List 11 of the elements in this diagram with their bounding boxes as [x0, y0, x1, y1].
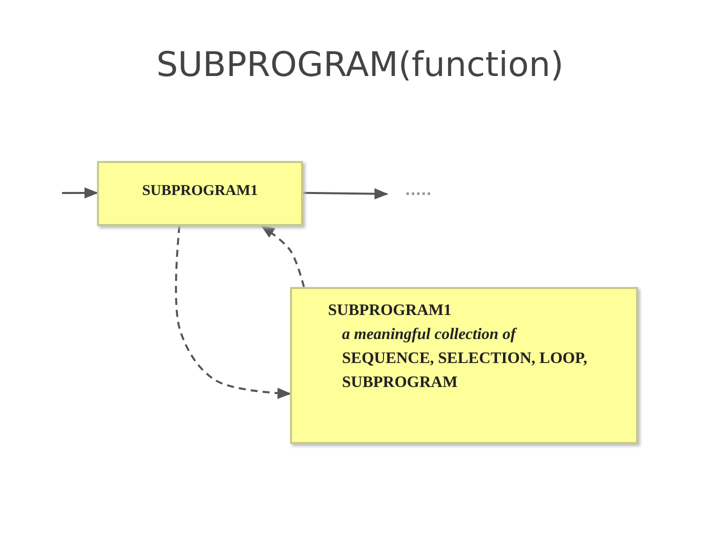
dashed-arrow — [260, 225, 305, 288]
process-box — [290, 287, 638, 444]
ellipsis-text: ..... — [405, 183, 433, 199]
arrow — [62, 187, 98, 198]
slide-title: SUBPROGRAM(function) — [155, 45, 565, 85]
process-box — [97, 161, 303, 226]
dashed-arrow — [174, 226, 292, 399]
box-heading: SUBPROGRAM1 — [328, 301, 453, 321]
box-heading: SUBPROGRAM1 — [141, 183, 259, 200]
box-body: a meaningful collection of SEQUENCE, SELECTION, LOOP, SUBPROGRAM — [341, 325, 588, 393]
arrow — [302, 188, 388, 200]
